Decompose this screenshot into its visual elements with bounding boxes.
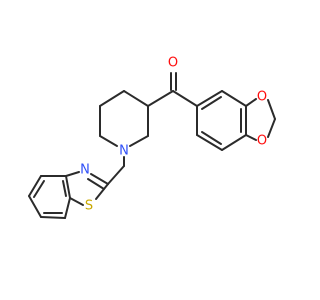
bond-pip-c4-c3 xyxy=(123,90,149,107)
bond-pip-c5-c4 xyxy=(99,90,125,107)
bond-bd-c6-c1 xyxy=(196,90,223,107)
bond-pip-n1-c6 xyxy=(99,135,118,147)
bond-bd-c5-c6 xyxy=(221,90,247,107)
bond-o-top-ch2 xyxy=(267,99,276,120)
benzothiazole-benzene-ring xyxy=(28,175,71,219)
bond-s-c7a xyxy=(69,197,84,206)
methylene-linker xyxy=(107,156,125,185)
atom-s-thiazole: S xyxy=(85,199,93,214)
molecule-structure-diagram: O N N S O O xyxy=(28,56,276,219)
bond-bd-c6-c1-inner xyxy=(201,96,222,110)
bond-c5-o-top xyxy=(245,98,257,107)
atom-n-thiazole: N xyxy=(80,163,90,178)
bond-n3-c3a xyxy=(65,171,80,177)
atom-labels: O N N S O O xyxy=(80,56,267,214)
bond-bz-c7-c7a xyxy=(64,197,71,219)
bond-bz-c6-c7 xyxy=(40,216,66,219)
bond-ch2-c2-thiazole xyxy=(107,165,125,185)
bond-o-bottom-c4 xyxy=(245,134,257,141)
bond-bz-c5-c6 xyxy=(28,195,42,218)
bond-bd-c3-c4 xyxy=(221,134,247,151)
benzodioxole-benzene-ring xyxy=(196,90,247,151)
bond-pip-c2-n1 xyxy=(129,135,149,147)
bond-bz-c3a-c7a-inner xyxy=(62,180,67,197)
bond-c2-s xyxy=(95,183,109,200)
atom-o-carbonyl: O xyxy=(168,56,178,71)
bond-bd-c2-c3 xyxy=(196,134,223,151)
bond-bz-c4-c5-inner xyxy=(33,180,45,198)
bond-carbonyl-to-piperidine xyxy=(147,90,174,107)
carbonyl-group xyxy=(147,72,198,107)
atom-o-dioxole-top: O xyxy=(257,90,267,105)
atom-n-piperidine: N xyxy=(119,144,129,159)
piperidine-ring xyxy=(99,90,149,147)
bond-ch2-o-bottom xyxy=(267,118,276,138)
atom-o-dioxole-bottom: O xyxy=(257,134,267,149)
dioxole-ring xyxy=(245,98,276,141)
bond-bz-c4-c5 xyxy=(28,175,42,197)
thiazole-ring xyxy=(65,171,109,206)
bond-c2-n3-double-1 xyxy=(90,173,109,185)
bond-c3a-c7a xyxy=(65,175,71,199)
bond-c2-n3-double-2 xyxy=(87,178,105,190)
bond-carbonyl-to-benzodioxole xyxy=(172,90,198,107)
bond-bd-c2-c3-inner xyxy=(201,131,222,145)
